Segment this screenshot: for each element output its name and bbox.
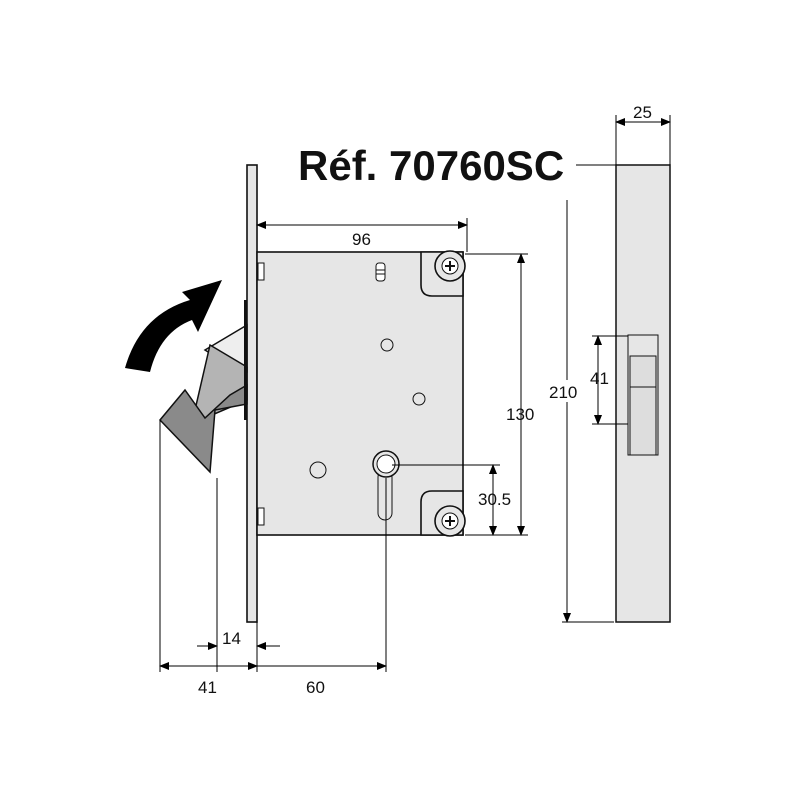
dim-backset: 60 <box>306 678 325 697</box>
dim-handle-reach: 41 <box>198 678 217 697</box>
reference-title: Réf. 70760SC <box>298 142 564 189</box>
dim-faceplate-width: 25 <box>633 103 652 122</box>
dim-strike-height: 41 <box>590 369 609 388</box>
strike-opening <box>627 334 659 456</box>
lock-case <box>256 250 466 537</box>
dim-case-width: 96 <box>352 230 371 249</box>
keyhole-icon <box>372 450 400 521</box>
faceplate <box>246 164 258 623</box>
pull-handle <box>158 300 248 474</box>
dim-case-height: 130 <box>506 405 534 424</box>
dim-faceplate-length: 210 <box>549 383 577 402</box>
screw-icon <box>441 512 459 530</box>
screw-icon <box>441 257 459 275</box>
dim-cylinder-height: 30.5 <box>478 490 511 509</box>
curved-arrow-icon <box>125 280 222 372</box>
dim-handle-depth: 14 <box>222 629 241 648</box>
